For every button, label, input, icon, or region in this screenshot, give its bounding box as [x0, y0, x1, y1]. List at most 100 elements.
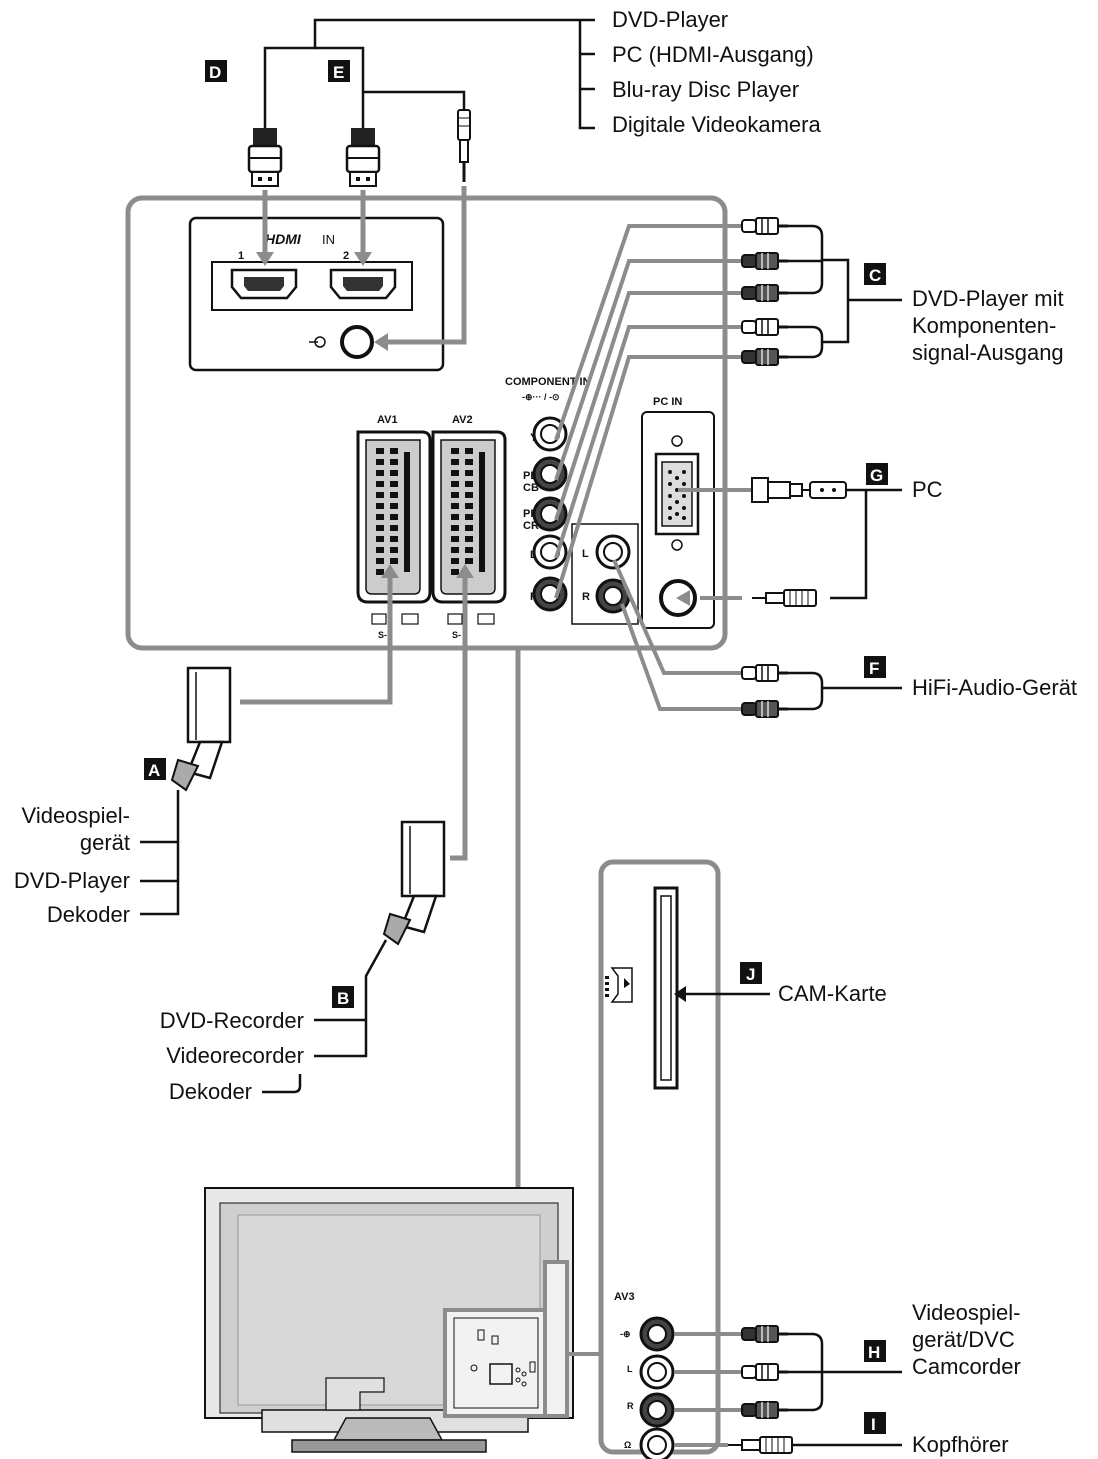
badge-i: I: [864, 1412, 886, 1434]
pc-audio-arrow: [676, 590, 690, 606]
label-b-videorecorder: Videorecorder: [166, 1043, 304, 1068]
av3-l-label: L: [627, 1364, 633, 1374]
svg-text:A: A: [148, 761, 160, 780]
badge-b: B: [332, 986, 354, 1008]
c-bracket: [788, 224, 902, 359]
headphone-symbol-icon: Ω: [624, 1440, 631, 1450]
vga-port[interactable]: [654, 435, 700, 551]
audio-out-l-label: L: [582, 548, 589, 560]
badge-j: J: [740, 962, 762, 984]
c-rca-plugs: [740, 216, 790, 367]
label-a-dvd: DVD-Player: [14, 868, 130, 893]
hdmi-plug-d-icon: [247, 128, 283, 187]
comp-cb-label: CB: [523, 482, 539, 494]
label-i-kopfhoerer: Kopfhörer: [912, 1432, 1009, 1457]
label-c-line1: DVD-Player mit: [912, 286, 1064, 311]
scart-plug-b-icon: [382, 820, 446, 946]
hdmi-port-1[interactable]: [230, 268, 298, 300]
scart-symbols-icon: S- S-: [371, 613, 495, 640]
av2-label: AV2: [452, 414, 473, 426]
badge-c: C: [864, 263, 886, 285]
label-a-dekoder: Dekoder: [47, 902, 130, 927]
svg-text:C: C: [869, 266, 881, 285]
label-c-line2: Komponenten-: [912, 313, 1056, 338]
f-rca-plugs: [740, 663, 790, 719]
hdmi-in-text: IN: [322, 232, 335, 247]
headphone-jack[interactable]: [639, 1427, 675, 1459]
av1-label: AV1: [377, 414, 398, 426]
label-dv-camera: Digitale Videokamera: [612, 112, 821, 137]
label-dvd-player-top: DVD-Player: [612, 7, 728, 32]
label-g-pc: PC: [912, 477, 943, 502]
label-pc-hdmi: PC (HDMI-Ausgang): [612, 42, 814, 67]
component-in-symbols: -⊕··· / -⊙: [522, 392, 560, 402]
badge-g: G: [866, 463, 888, 485]
cable-a: [240, 572, 393, 705]
svg-text:F: F: [869, 659, 879, 678]
label-c-line3: signal-Ausgang: [912, 340, 1064, 365]
svg-text:H: H: [868, 1343, 880, 1362]
cable-e-audio: [374, 186, 467, 351]
svg-text:I: I: [871, 1415, 876, 1434]
hdmi-port2-label: 2: [343, 250, 349, 262]
hdmi-audio-in-icon: [309, 336, 326, 348]
label-b-dekoder: Dekoder: [169, 1079, 252, 1104]
headphone-plug-icon: [727, 1436, 793, 1454]
top-device-bracket: [263, 18, 595, 130]
svg-text:G: G: [870, 466, 883, 485]
label-b-dvd-recorder: DVD-Recorder: [160, 1008, 304, 1033]
svg-text:D: D: [209, 63, 221, 82]
av3-cables: [674, 1332, 742, 1447]
cable-b: [450, 572, 468, 861]
av3-r-label: R: [627, 1401, 634, 1411]
label-a-line1: Videospiel-: [22, 803, 130, 828]
label-f-hifi: HiFi-Audio-Gerät: [912, 675, 1077, 700]
label-a-line2: gerät: [80, 830, 130, 855]
hdmi-audio-jack[interactable]: [340, 325, 374, 359]
cam-insert-icon: [605, 967, 633, 1003]
scart-av1-port[interactable]: [356, 430, 432, 604]
pc-audio-plug-icon: [751, 589, 817, 607]
hdmi-port1-label: 1: [238, 250, 244, 262]
tv-connector-highlight: [443, 1308, 547, 1418]
svg-text:S-: S-: [452, 630, 461, 640]
badge-a: A: [144, 758, 166, 780]
b-bracket: [314, 939, 388, 1058]
label-bluray: Blu-ray Disc Player: [612, 77, 799, 102]
h-rca-plugs: [740, 1324, 790, 1420]
tv-connector-detail-icon: [453, 1317, 539, 1409]
hdmi-in-logo: HDMI: [265, 231, 302, 247]
cable-e: [354, 190, 372, 266]
h-bracket: [788, 1332, 902, 1412]
g-cable-line: [830, 490, 868, 600]
comp-cr-label: CR: [523, 520, 539, 532]
label-h-line2: gerät/DVC: [912, 1327, 1015, 1352]
audio-out-jack-l[interactable]: [595, 534, 631, 570]
label-j-cam: CAM-Karte: [778, 981, 887, 1006]
scart-av2-port[interactable]: [431, 430, 507, 604]
hdmi-port-2[interactable]: [329, 268, 397, 300]
svg-text:S-: S-: [378, 630, 387, 640]
badge-e: E: [328, 60, 350, 82]
label-h-line1: Videospiel-: [912, 1300, 1020, 1325]
hdmi-plug-e-icon: [345, 128, 381, 187]
av3-video-symbol: -⊕: [620, 1329, 631, 1339]
audio-jack-e-icon: [457, 109, 471, 182]
badge-d: D: [205, 60, 227, 82]
svg-text:B: B: [337, 989, 349, 1008]
audio-out-r-label: R: [582, 591, 590, 603]
av3-label: AV3: [614, 1291, 635, 1303]
badge-h: H: [864, 1340, 886, 1362]
tv-rear-icon: [204, 1187, 574, 1453]
badge-f: F: [864, 656, 886, 678]
av3-video-jack[interactable]: [639, 1316, 675, 1352]
scart-plug-a-icon: [170, 666, 232, 792]
tv-side-connector-highlight: [543, 1260, 569, 1418]
component-in-label: COMPONENT IN: [505, 376, 591, 388]
f-bracket: [788, 671, 824, 711]
vga-plug-icon: [751, 477, 866, 503]
svg-text:J: J: [746, 965, 755, 984]
av3-r-jack[interactable]: [639, 1392, 675, 1428]
av3-l-jack[interactable]: [639, 1354, 675, 1390]
